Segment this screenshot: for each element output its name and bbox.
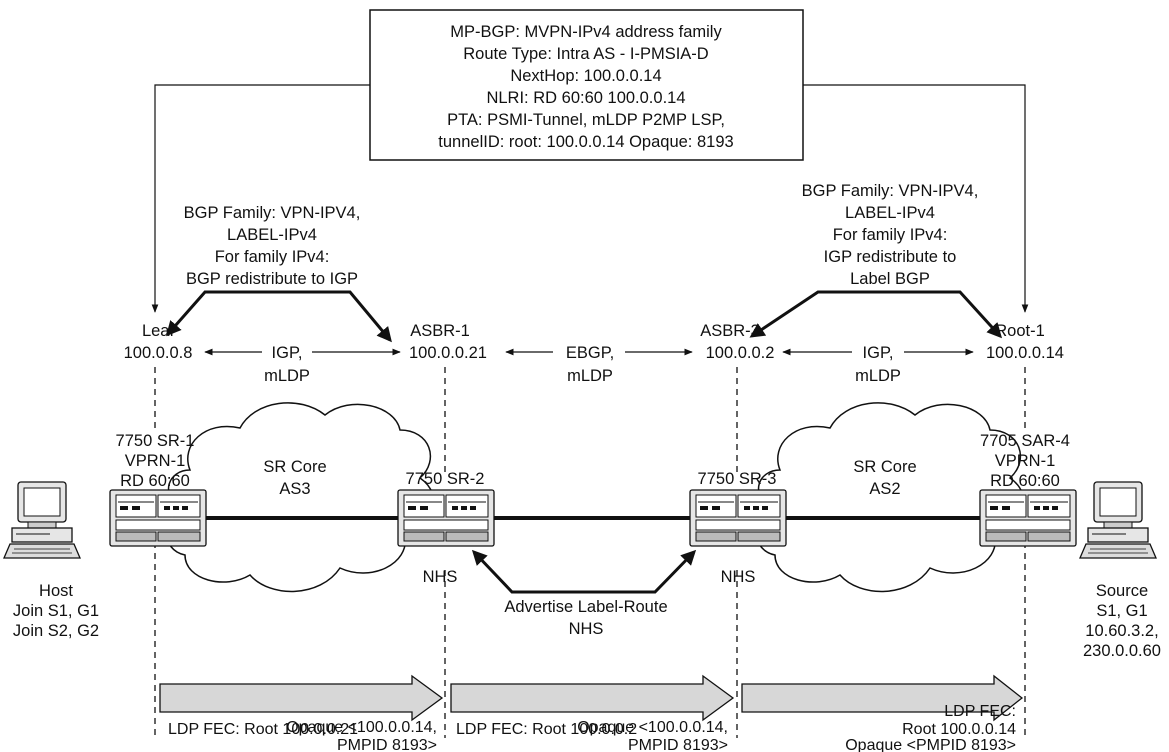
sr1-label-2: VPRN-1 <box>125 452 186 470</box>
asbr3-ip: 100.0.0.2 <box>706 344 775 362</box>
left-note-line-1: BGP Family: VPN-IPV4, <box>184 204 361 222</box>
left-bgp-note: BGP Family: VPN-IPV4, LABEL-IPv4 For fam… <box>184 204 361 288</box>
igp-left-label-2: mLDP <box>264 367 310 385</box>
right-note-line-5: Label BGP <box>850 270 930 288</box>
advertise-line-1: Advertise Label-Route <box>504 598 667 616</box>
nhs-left-label: NHS <box>423 568 458 586</box>
source-label-3: 10.60.3.2, <box>1085 622 1158 640</box>
right-note-line-2: LABEL-IPv4 <box>845 204 935 222</box>
mpbgp-line-6: tunnelID: root: 100.0.0.14 Opaque: 8193 <box>438 133 733 151</box>
left-redistribute-arrow <box>168 292 390 340</box>
fec-right-line-3: Opaque <PMPID 8193> <box>845 737 1016 752</box>
mpbgp-line-4: NLRI: RD 60:60 100.0.0.14 <box>486 89 685 107</box>
right-note-line-3: For family IPv4: <box>833 226 948 244</box>
fec-left-line-2: Opaque <100.0.0.14, <box>286 719 437 736</box>
sar4-label-1: 7705 SAR-4 <box>980 432 1070 450</box>
left-note-line-4: BGP redistribute to IGP <box>186 270 358 288</box>
advertise-line-2: NHS <box>569 620 604 638</box>
mpbgp-line-5: PTA: PSMI-Tunnel, mLDP P2MP LSP, <box>447 111 725 129</box>
source-label-4: 230.0.0.60 <box>1083 642 1161 660</box>
mpbgp-line-3: NextHop: 100.0.0.14 <box>510 67 661 85</box>
sar4-label-3: RD 60:60 <box>990 472 1060 490</box>
router-sr1 <box>110 490 206 546</box>
fec-left-line-3: PMPID 8193> <box>337 737 437 752</box>
router-sar4 <box>980 490 1076 546</box>
sr2-label: 7750 SR-2 <box>406 470 485 488</box>
cloud-as2-line-2: AS2 <box>869 480 900 498</box>
cloud-as3-line-2: AS3 <box>279 480 310 498</box>
router-sr2 <box>398 490 494 546</box>
fec-middle-line-3: PMPID 8193> <box>628 737 728 752</box>
asbr3-name: ASBR-3 <box>700 322 760 340</box>
asbr1-name: ASBR-1 <box>410 322 470 340</box>
leaf-name: Leaf <box>142 322 175 340</box>
right-note-line-4: IGP redistribute to <box>824 248 957 266</box>
root1-ip: 100.0.0.14 <box>986 344 1064 362</box>
host-computer-icon <box>4 482 80 558</box>
sr3-label: 7750 SR-3 <box>698 470 777 488</box>
right-bgp-note: BGP Family: VPN-IPV4, LABEL-IPv4 For fam… <box>802 182 979 288</box>
mpbgp-line-2: Route Type: Intra AS - I-PMSIA-D <box>463 45 709 63</box>
fec-middle-line-2: Opaque <100.0.0.14, <box>577 719 728 736</box>
advertise-label-route-arrow <box>474 552 694 592</box>
host-label-1: Host <box>39 582 73 600</box>
left-note-line-3: For family IPv4: <box>215 248 330 266</box>
sar4-label-2: VPRN-1 <box>995 452 1056 470</box>
mpbgp-box: MP-BGP: MVPN-IPv4 address family Route T… <box>370 10 803 160</box>
root1-name: Root-1 <box>995 322 1045 340</box>
cloud-as3-line-1: SR Core <box>263 458 326 476</box>
source-label-1: Source <box>1096 582 1148 600</box>
igp-left-label-1: IGP, <box>272 344 303 362</box>
host-label-2: Join S1, G1 <box>13 602 99 620</box>
igp-right-label-1: IGP, <box>863 344 894 362</box>
sr1-label-1: 7750 SR-1 <box>116 432 195 450</box>
fec-right-line-2: Root 100.0.0.14 <box>902 721 1016 738</box>
fec-arrow-left <box>160 676 442 720</box>
right-note-line-1: BGP Family: VPN-IPV4, <box>802 182 979 200</box>
ebgp-label-1: EBGP, <box>566 344 614 362</box>
source-computer-icon <box>1080 482 1156 558</box>
fec-arrow-middle <box>451 676 733 720</box>
fec-right-line-1: LDP FEC: <box>944 703 1016 720</box>
igp-right-label-2: mLDP <box>855 367 901 385</box>
ebgp-label-2: mLDP <box>567 367 613 385</box>
router-sr3 <box>690 490 786 546</box>
host-label-3: Join S2, G2 <box>13 622 99 640</box>
left-note-line-2: LABEL-IPv4 <box>227 226 317 244</box>
leaf-ip: 100.0.0.8 <box>124 344 193 362</box>
sr1-label-3: RD 60:60 <box>120 472 190 490</box>
source-label-2: S1, G1 <box>1096 602 1147 620</box>
asbr1-ip: 100.0.0.21 <box>409 344 487 362</box>
right-redistribute-arrow <box>752 292 1000 336</box>
nhs-right-label: NHS <box>721 568 756 586</box>
mpbgp-line-1: MP-BGP: MVPN-IPv4 address family <box>450 23 722 41</box>
cloud-as2-line-1: SR Core <box>853 458 916 476</box>
